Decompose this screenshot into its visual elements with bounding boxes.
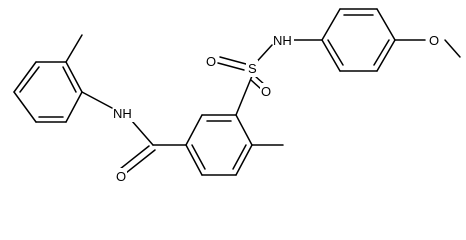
central-ring (185, 114, 253, 176)
svg-text:O: O (261, 84, 271, 99)
atom-o-methoxy: O (428, 32, 440, 49)
ring-sulfur-bond (235, 75, 253, 116)
structure-drawing: NH O S O O NH O (13, 8, 461, 185)
atom-s-sulfonyl: S (246, 60, 258, 77)
amide-n-aryl-bond (81, 91, 113, 109)
molecule-canvas: NH O S O O NH O (13, 8, 461, 185)
methoxy-methyl-bond (444, 39, 461, 58)
sulfonyl-o-left-double-bond (217, 56, 247, 71)
svg-text:O: O (206, 54, 216, 69)
amide-n-carbonyl-bond (131, 120, 154, 146)
atom-o-sulfonyl-bottom: O (260, 83, 272, 100)
svg-text:O: O (429, 33, 439, 48)
svg-text:NH: NH (273, 33, 292, 48)
tolyl-ring (13, 61, 83, 123)
methoxyphenyl-ring (321, 8, 396, 72)
svg-text:O: O (116, 169, 126, 184)
tolyl-methyl-bond (65, 34, 83, 63)
atom-nh-sulfonamide: NH (273, 32, 294, 49)
atom-nh-amide: NH (113, 105, 134, 122)
svg-text:NH: NH (113, 106, 132, 121)
svg-text:S: S (248, 61, 257, 76)
atom-o-carbonyl: O (115, 168, 127, 185)
carbonyl-double-bond (119, 145, 156, 174)
atom-o-sulfonyl-left: O (205, 53, 217, 70)
